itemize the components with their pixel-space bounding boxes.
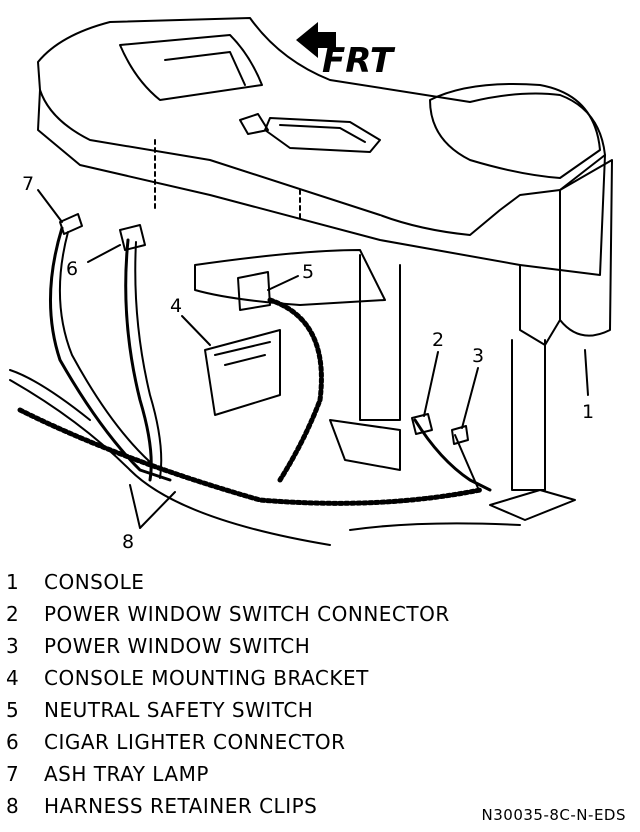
legend-item: 1 CONSOLE bbox=[6, 570, 144, 600]
callout-3: 3 bbox=[472, 345, 484, 367]
console-top-outline bbox=[37, 17, 606, 236]
legend-label: CIGAR LIGHTER CONNECTOR bbox=[44, 730, 346, 754]
legend-item: 3 POWER WINDOW SWITCH bbox=[6, 634, 310, 664]
leader-line-3 bbox=[461, 367, 479, 429]
callout-7: 7 bbox=[22, 173, 34, 195]
legend-item: 8 HARNESS RETAINER CLIPS bbox=[6, 794, 317, 824]
callout-1: 1 bbox=[582, 401, 594, 423]
console-support bbox=[359, 254, 401, 421]
legend-label: POWER WINDOW SWITCH CONNECTOR bbox=[44, 602, 450, 626]
leader-line-5 bbox=[267, 275, 299, 291]
console-side-panel bbox=[559, 159, 613, 337]
callout-2: 2 bbox=[432, 329, 444, 351]
armrest bbox=[429, 83, 601, 179]
legend-number: 5 bbox=[6, 698, 20, 722]
legend-label: NEUTRAL SAFETY SWITCH bbox=[44, 698, 314, 722]
figure-code: N30035-8C-N-EDS bbox=[481, 806, 626, 824]
leader-line-4 bbox=[181, 315, 211, 346]
legend-label: POWER WINDOW SWITCH bbox=[44, 634, 311, 658]
legend-number: 2 bbox=[6, 602, 20, 626]
legend-number: 8 bbox=[6, 794, 20, 818]
legend-number: 7 bbox=[6, 762, 20, 786]
legend-number: 4 bbox=[6, 666, 20, 690]
ash-tray-lamp-socket bbox=[59, 213, 83, 235]
console-front-face bbox=[37, 89, 606, 276]
legend-number: 6 bbox=[6, 730, 20, 754]
callout-5: 5 bbox=[302, 261, 314, 283]
cupholder-opening bbox=[119, 34, 263, 101]
leader-line-7 bbox=[37, 189, 63, 223]
power-window-connector bbox=[411, 413, 433, 435]
legend-label: HARNESS RETAINER CLIPS bbox=[44, 794, 318, 818]
leader-line-2 bbox=[423, 351, 439, 417]
console-wiring-diagram: FRT 1 2 3 4 5 6 7 8 bbox=[9, 17, 613, 553]
legend-item: 6 CIGAR LIGHTER CONNECTOR bbox=[6, 730, 346, 760]
legend-label: CONSOLE MOUNTING BRACKET bbox=[44, 666, 369, 690]
legend-item: 2 POWER WINDOW SWITCH CONNECTOR bbox=[6, 602, 450, 632]
leader-line-6 bbox=[87, 244, 121, 263]
legend-label: ASH TRAY LAMP bbox=[44, 762, 209, 786]
shift-indicator bbox=[264, 117, 381, 153]
callout-4: 4 bbox=[170, 295, 182, 317]
direction-label: FRT bbox=[322, 41, 396, 81]
legend-item: 7 ASH TRAY LAMP bbox=[6, 762, 209, 792]
mounting-bracket bbox=[204, 329, 281, 416]
leader-line-8 bbox=[129, 484, 176, 529]
neutral-safety-switch bbox=[237, 271, 271, 311]
legend-item: 4 CONSOLE MOUNTING BRACKET bbox=[6, 666, 369, 696]
callout-6: 6 bbox=[66, 258, 78, 280]
leader-line-1 bbox=[584, 349, 589, 396]
floor-bracket bbox=[489, 489, 576, 521]
cigar-lighter-connector bbox=[119, 224, 146, 251]
legend-number: 1 bbox=[6, 570, 20, 594]
front-arrow-icon bbox=[296, 22, 336, 58]
wiring-harness bbox=[49, 226, 172, 482]
legend-item: 5 NEUTRAL SAFETY SWITCH bbox=[6, 698, 313, 728]
legend-label: CONSOLE bbox=[44, 570, 145, 594]
legend-number: 3 bbox=[6, 634, 20, 658]
callout-8: 8 bbox=[122, 531, 134, 553]
